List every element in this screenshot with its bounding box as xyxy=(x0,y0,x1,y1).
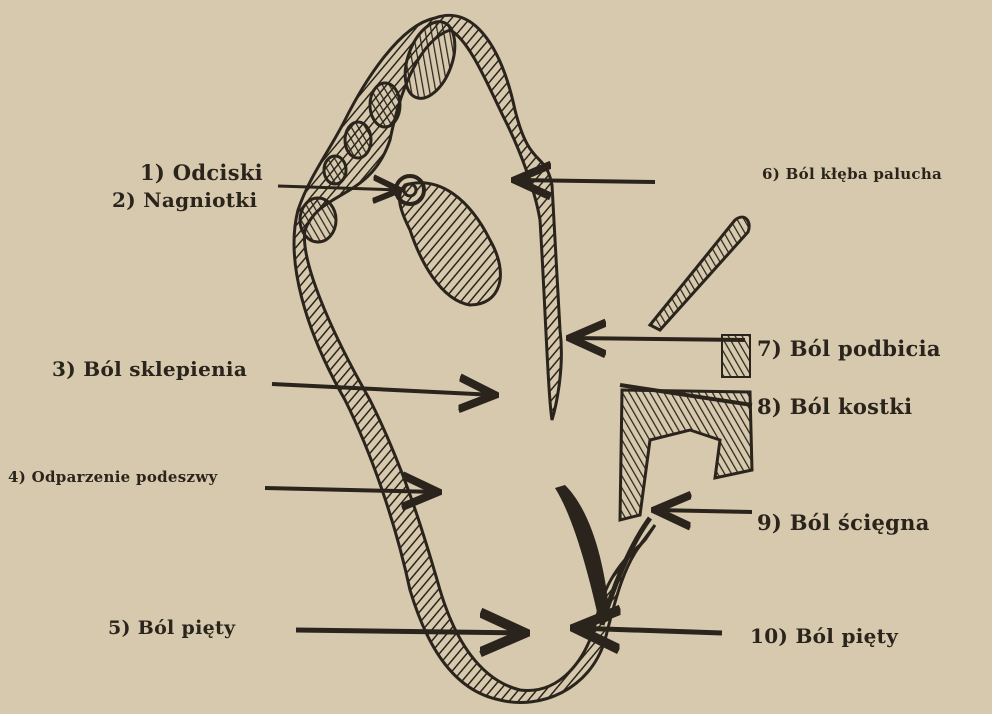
label-odciski: 1) Odciski xyxy=(140,160,263,185)
arrow-7-podbicia xyxy=(570,338,745,340)
arrow-3-sklepienia xyxy=(272,384,495,395)
toe-pad-4 xyxy=(324,156,346,184)
arrow-5-pięty xyxy=(296,630,525,633)
toe-pad-3 xyxy=(345,122,371,158)
instep-bone xyxy=(650,217,749,330)
arrow-1-odciski xyxy=(278,186,400,190)
toe-pad-5 xyxy=(300,198,336,242)
label-bol-piety-right: 10) Ból pięty xyxy=(750,624,898,648)
arrow-4-podeszwy xyxy=(265,488,438,492)
label-bol-kleba-palucha: 6) Ból kłęba palucha xyxy=(762,165,942,183)
label-bol-piety-left: 5) Ból pięty xyxy=(108,617,235,639)
toe-pad-2 xyxy=(370,83,400,127)
label-bol-sklepienia: 3) Ból sklepienia xyxy=(52,357,247,381)
label-bol-sciegna: 9) Ból ścięgna xyxy=(757,510,930,535)
ankle-block xyxy=(620,390,752,520)
label-bol-kostki: 8) Ból kostki xyxy=(757,394,912,419)
label-bol-podbicia: 7) Ból podbicia xyxy=(757,336,941,361)
arrow-9-sciegna xyxy=(655,510,752,512)
label-odparzenie-podeszwy: 4) Odparzenie podeszwy xyxy=(8,468,218,486)
label-nagniotki: 2) Nagniotki xyxy=(112,188,257,212)
arrow-6-kleba xyxy=(515,180,655,182)
achilles-curve xyxy=(555,485,610,625)
